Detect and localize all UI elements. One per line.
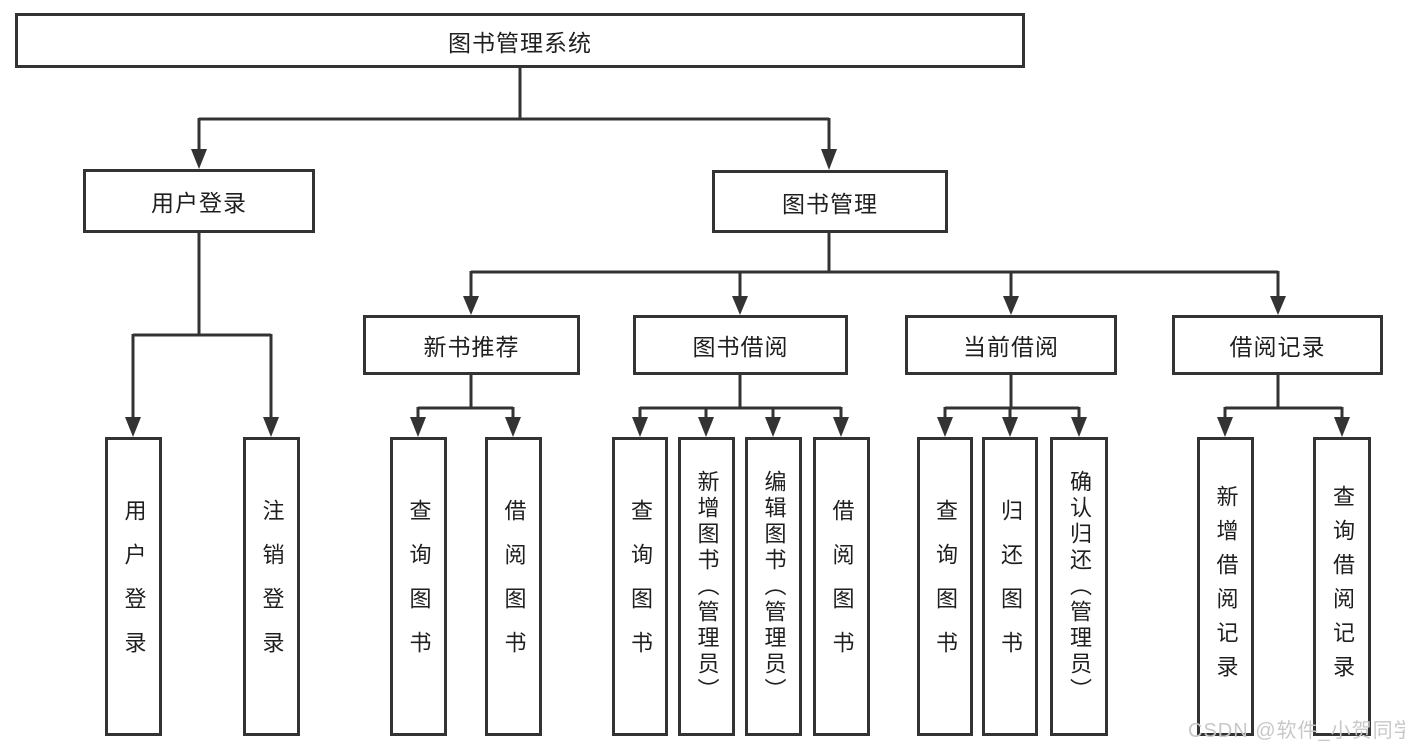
node-current-borrow: 当前借阅 [905,315,1117,375]
leaf-query-books-current: 查询图书 [917,437,973,736]
leaf-confirm-return-admin: 确认归还（管理员） [1050,437,1108,736]
node-book-borrow: 图书借阅 [633,315,848,375]
leaf-user-login: 用户登录 [105,437,162,736]
node-borrow-records: 借阅记录 [1172,315,1383,375]
leaf-query-books-recommend: 查询图书 [390,437,447,736]
leaf-add-borrow-record: 新增借阅记录 [1197,437,1254,736]
leaf-edit-books-admin: 编辑图书（管理员） [745,437,802,736]
node-new-book-recommend: 新书推荐 [363,315,580,375]
node-root: 图书管理系统 [15,13,1025,68]
node-book-management: 图书管理 [712,170,948,233]
leaf-borrow-books-recommend: 借阅图书 [485,437,542,736]
leaf-borrow-books: 借阅图书 [813,437,870,736]
node-user-login: 用户登录 [83,169,315,233]
leaf-logout: 注销登录 [243,437,300,736]
leaf-query-borrow-record: 查询借阅记录 [1313,437,1371,736]
leaf-return-books: 归还图书 [982,437,1038,736]
leaf-add-books-admin: 新增图书（管理员） [678,437,735,736]
watermark: CSDN @软件_小贺同学 [1188,720,1405,742]
leaf-query-books-borrow: 查询图书 [612,437,668,736]
